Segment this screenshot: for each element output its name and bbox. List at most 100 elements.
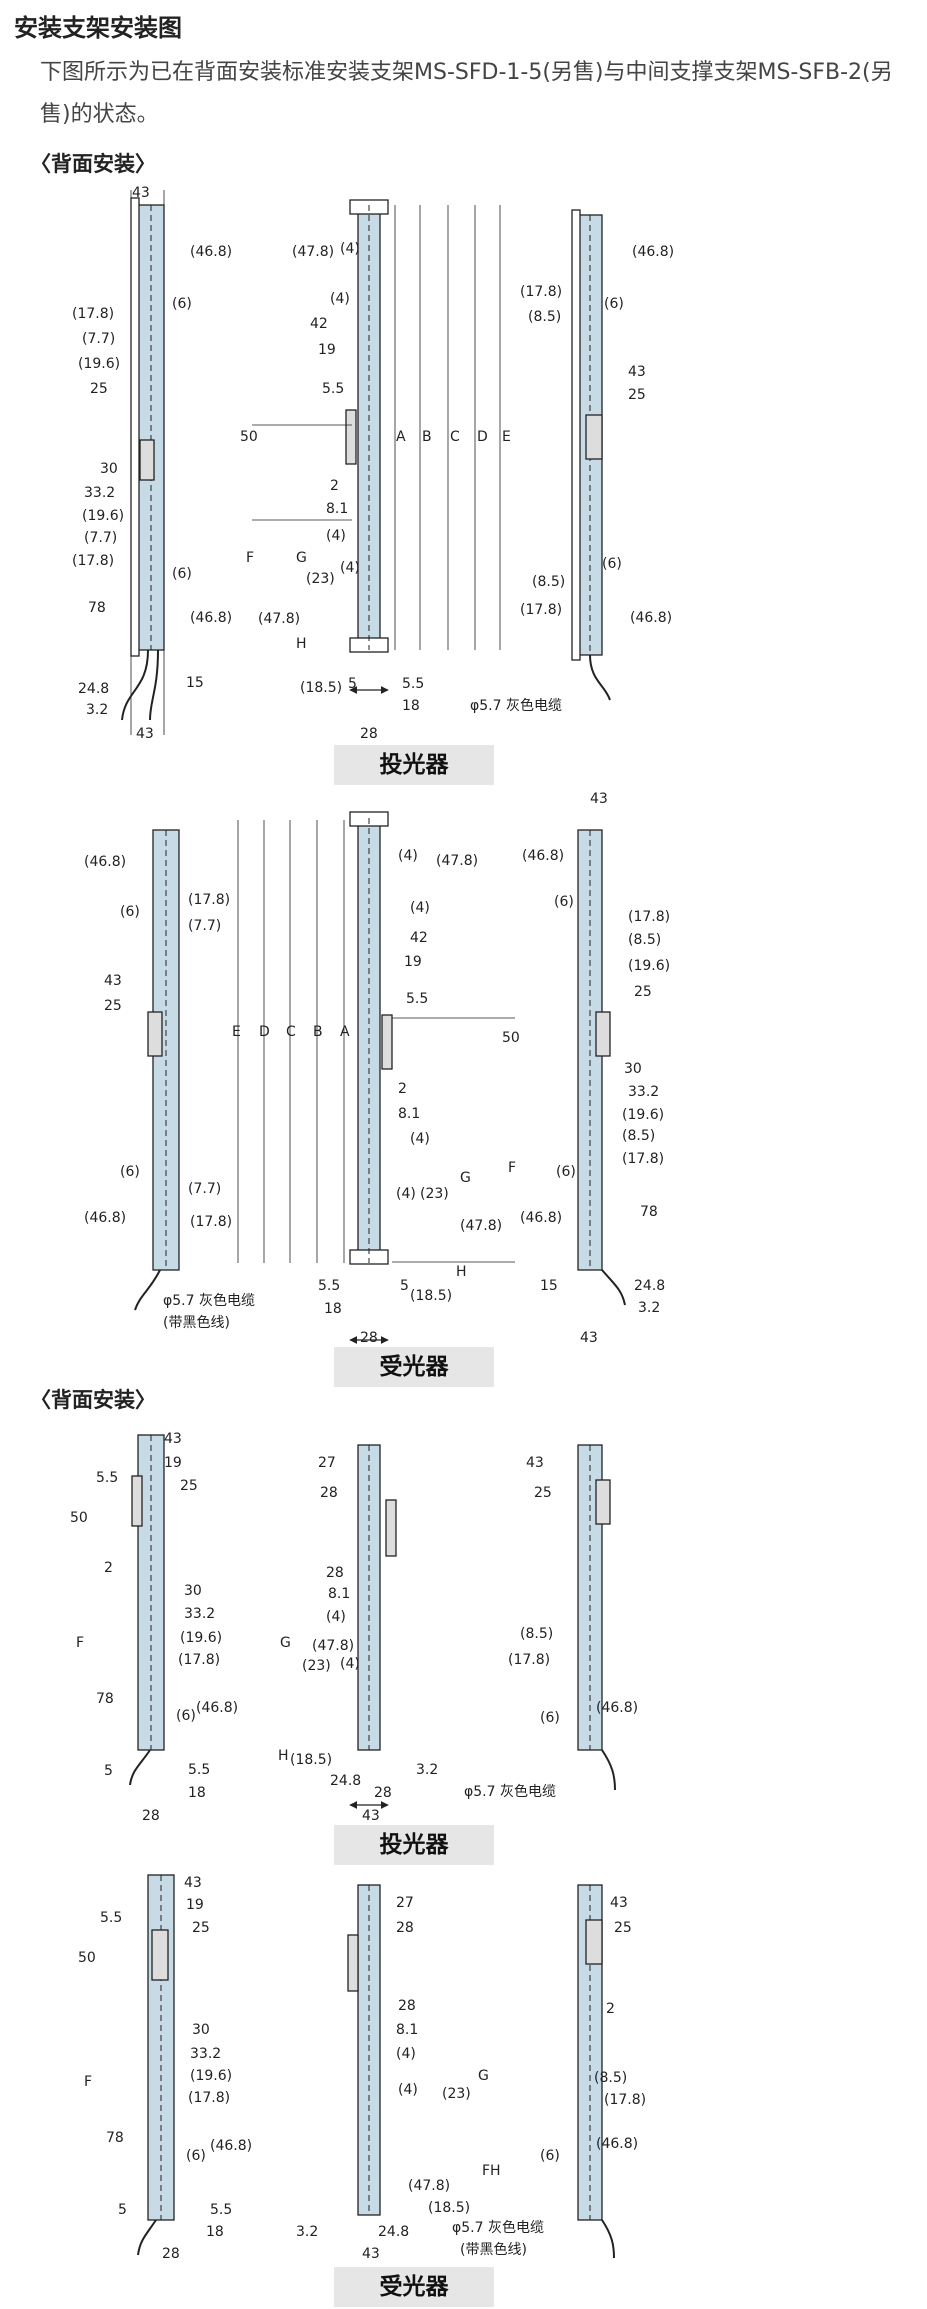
r2m-dim-4-b: (4) [398,2082,418,2098]
r2-dim-F: F [84,2074,92,2090]
r-dim-33-2-r: 33.2 [628,1084,659,1100]
r2m-dim-47-8: (47.8) [408,2178,450,2194]
dim-43-top: 43 [132,185,150,201]
r2m-dim-8-1: 8.1 [396,2022,418,2038]
e2m-dim-23: (23) [302,1658,331,1674]
r2-dim-5-5: 5.5 [100,1910,122,1926]
description-text: 下图所示为已在背面安装标准安装支架MS-SFD-1-5(另售)与中间支撑支架MS… [40,60,893,127]
r2m-dim-43: 43 [362,2246,380,2262]
e2m-dim-28-b: 28 [326,1565,344,1581]
r-dim-50: 50 [502,1030,520,1046]
r2r-dim-8-5: (8.5) [594,2070,627,2086]
dim-F: F [246,550,254,566]
r2m-dim-F: F [482,2163,490,2179]
e2-cable-label: φ5.7 灰色电缆 [464,1783,556,1800]
r2m-dim-G: G [478,2068,489,2084]
e2-dim-43: 43 [164,1431,182,1447]
dim-4-front-c: (4) [326,528,346,544]
drawing-emitter-front-view [252,199,501,694]
r-dim-23: (23) [420,1186,449,1202]
dim-25: 25 [90,381,108,397]
r-dim-25: 25 [104,998,122,1014]
dim-8-5-r-b: (8.5) [532,574,565,590]
e2r-dim-25: 25 [534,1485,552,1501]
e2-dim-28: 28 [142,1808,160,1824]
r2-cable-label: φ5.7 灰色电缆 [452,2219,544,2236]
r-dim-4-d: (4) [396,1186,416,1202]
dim-4-front-b: (4) [330,291,350,307]
dim-33-2: 33.2 [84,485,115,501]
r2r-dim-6: (6) [540,2148,560,2164]
dim-46-8-b: (46.8) [190,610,232,626]
dim-2: 2 [330,478,339,494]
page-title: 安装支架安装图 [14,14,182,42]
dim-E: E [502,429,511,445]
e2m-dim-28: 28 [320,1485,338,1501]
e2-dim-F: F [76,1635,84,1651]
e2-dim-2: 2 [104,1560,113,1576]
e2-dim-5: 5 [104,1763,113,1779]
drawing-emitter-2-right [577,1444,616,1791]
dim-17-8-b: (17.8) [72,553,114,569]
drawing-emitter-2-left [129,1434,165,1786]
e2m-dim-3-2: 3.2 [416,1762,438,1778]
e2-dim-5-5: 5.5 [96,1470,118,1486]
r-dim-2: 2 [398,1081,407,1097]
r-dim-24-8-r: 24.8 [634,1278,665,1294]
r2-dim-33-2: 33.2 [190,2046,221,2062]
dim-47-8-front-b: (47.8) [258,611,300,627]
r2-dim-17-8: (17.8) [188,2090,230,2106]
r-dim-H: H [456,1264,467,1280]
r-dim-17-8-b: (17.8) [190,1214,232,1230]
r-dim-6-b: (6) [120,1164,140,1180]
e2r-dim-46-8: (46.8) [596,1700,638,1716]
dimension-labels-row4: 43 19 25 5.5 50 30 33.2 (19.6) (17.8) F … [78,1875,646,2262]
e2r-dim-8-5: (8.5) [520,1626,553,1642]
r-dim-6-r: (6) [554,894,574,910]
caption-receiver-2: 受光器 [334,2267,494,2307]
r2-dim-28: 28 [162,2246,180,2262]
dimension-labels-row1: 43 (46.8) (6) (17.8) (7.7) (19.6) 25 30 … [72,185,674,742]
drawing-emitter-side-view-left [121,190,165,735]
e2-dim-50: 50 [70,1510,88,1526]
caption-emitter-2: 投光器 [334,1825,494,1865]
r2-cable-note: (带黑色线) [460,2241,527,2258]
dim-15: 15 [186,675,204,691]
e2m-dim-8-1: 8.1 [328,1586,350,1602]
r-dim-5-5: 5.5 [406,991,428,1007]
r2r-dim-25: 25 [614,1920,632,1936]
dim-17-8-r-b: (17.8) [520,602,562,618]
dim-8-5-r: (8.5) [528,309,561,325]
r2-dim-6: (6) [186,2148,206,2164]
dim-3-2: 3.2 [86,702,108,718]
e2m-dim-24-8: 24.8 [330,1773,361,1789]
dimension-labels-row2: (46.8) (6) (17.8) (7.7) 43 25 (6) (7.7) … [84,791,670,1346]
section-heading-back-mount-1: 〈背面安装〉 [30,152,156,176]
dim-4-front-a: (4) [340,241,360,257]
dim-B: B [422,429,432,445]
r-dim-6: (6) [120,904,140,920]
r-dim-5: 5 [400,1278,409,1294]
dim-43-bottom: 43 [136,726,154,742]
r-dim-17-8: (17.8) [188,892,230,908]
r-dim-78-r: 78 [640,1204,658,1220]
e2-dim-17-8: (17.8) [178,1652,220,1668]
r2-dim-5-5-b: 5.5 [210,2202,232,2218]
e2m-dim-4-b: (4) [340,1656,360,1672]
drawing-receiver-2-right [577,1884,615,2259]
dim-6-top: (6) [172,296,192,312]
r-dim-46-8-r: (46.8) [522,848,564,864]
r-dim-18: 18 [324,1301,342,1317]
r-dim-17-8-r-b: (17.8) [622,1151,664,1167]
drawing-emitter-2-middle [349,1444,397,1809]
r-dim-43-r: 43 [590,791,608,807]
dim-6-r: (6) [604,296,624,312]
r-dim-15-r: 15 [540,1278,558,1294]
dim-19-6: (19.6) [78,356,120,372]
e2m-dim-47-8: (47.8) [312,1638,354,1654]
r2m-dim-3-2: 3.2 [296,2224,318,2240]
dim-17-8-r: (17.8) [520,284,562,300]
section-heading-back-mount-2: 〈背面安装〉 [30,1388,156,1412]
r-dim-4-b: (4) [410,900,430,916]
dim-46-8-r-b: (46.8) [630,610,672,626]
